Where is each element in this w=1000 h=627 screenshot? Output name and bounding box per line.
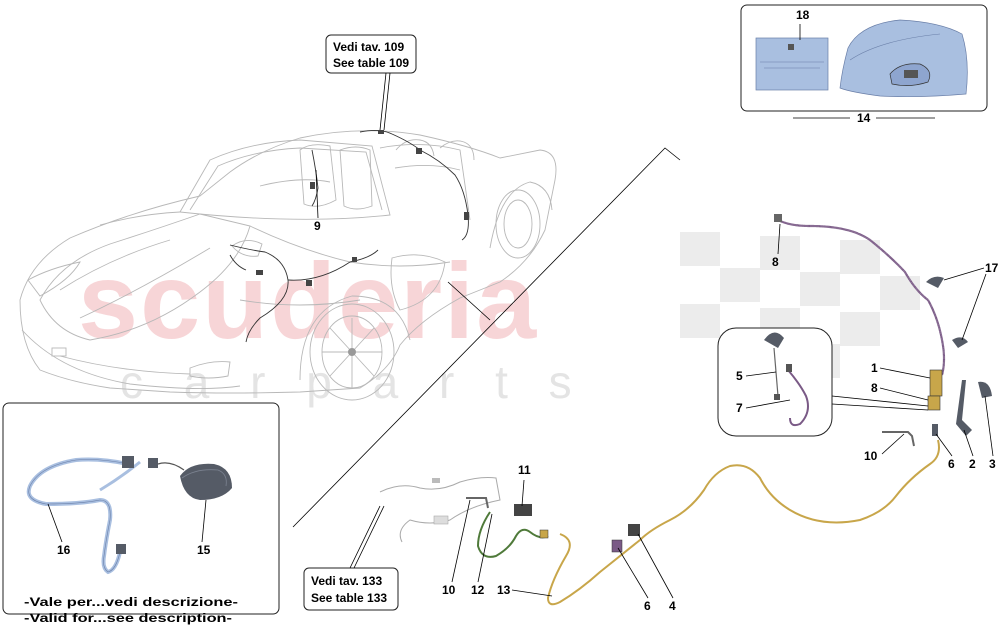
label-8-mid: 8 bbox=[871, 381, 878, 395]
label-10: 10 bbox=[442, 583, 456, 597]
mat-14 bbox=[839, 19, 968, 98]
label-5: 5 bbox=[736, 369, 743, 383]
label-18: 18 bbox=[796, 8, 810, 22]
section-divider bbox=[292, 147, 681, 528]
part-6 bbox=[611, 539, 623, 553]
label-15: 15 bbox=[197, 543, 211, 557]
part-4 bbox=[628, 524, 640, 536]
label-2: 2 bbox=[969, 457, 976, 471]
ref-box-top: Vedi tav. 109 See table 109 bbox=[325, 34, 417, 131]
part-10-bottom bbox=[466, 497, 489, 509]
divider-pointer bbox=[447, 281, 491, 321]
car-connectors bbox=[256, 130, 469, 286]
label-4: 4 bbox=[669, 599, 676, 613]
harness-purple bbox=[777, 219, 946, 376]
module-8 bbox=[927, 395, 941, 411]
car-outline bbox=[19, 130, 557, 401]
part-11 bbox=[514, 504, 532, 516]
label-1: 1 bbox=[871, 361, 878, 375]
harness-grey-ref bbox=[379, 477, 501, 543]
label-14: 14 bbox=[857, 111, 871, 125]
label-12: 12 bbox=[471, 583, 485, 597]
front-hub bbox=[348, 348, 356, 356]
watermark-word: scuderia bbox=[78, 240, 538, 361]
ref-box-bottom: Vedi tav. 133 See table 133 bbox=[303, 505, 399, 611]
antenna-17b bbox=[952, 337, 968, 348]
label-10-right: 10 bbox=[864, 449, 878, 463]
harness-green bbox=[476, 511, 549, 558]
antenna-17a bbox=[926, 276, 944, 288]
label-8-top: 8 bbox=[772, 255, 779, 269]
car-wiring bbox=[229, 129, 469, 343]
ref-top-line2: See table 109 bbox=[333, 56, 409, 70]
ref-bottom-line2: See table 133 bbox=[311, 591, 387, 605]
label-6: 6 bbox=[644, 599, 651, 613]
label-13: 13 bbox=[497, 583, 511, 597]
harness-yellow bbox=[547, 439, 940, 606]
ref-bottom-line1: Vedi tav. 133 bbox=[311, 574, 382, 588]
module-1 bbox=[929, 369, 943, 397]
inset-antenna-box: 5 7 bbox=[717, 327, 929, 437]
label-6-right: 6 bbox=[948, 457, 955, 471]
harness-end-connector bbox=[774, 214, 782, 222]
inset-mat-box: 18 14 bbox=[740, 4, 988, 125]
part-6-right bbox=[932, 424, 938, 436]
label-9: 9 bbox=[314, 219, 321, 233]
inset-note-line1: -Vale per...vedi descrizione- bbox=[24, 597, 238, 609]
part-3 bbox=[978, 381, 992, 398]
ref-top-line1: Vedi tav. 109 bbox=[333, 40, 404, 54]
part-2 bbox=[956, 380, 972, 436]
part-10-right bbox=[882, 431, 915, 447]
label-3: 3 bbox=[989, 457, 996, 471]
inset-gps-box: 16 15 -Vale per...vedi descrizione- -Val… bbox=[2, 402, 280, 625]
label-7: 7 bbox=[736, 401, 743, 415]
inset-note-line2: -Valid for...see description- bbox=[24, 613, 232, 625]
label-17: 17 bbox=[985, 261, 999, 275]
label-16: 16 bbox=[57, 543, 71, 557]
label-11: 11 bbox=[518, 463, 531, 477]
